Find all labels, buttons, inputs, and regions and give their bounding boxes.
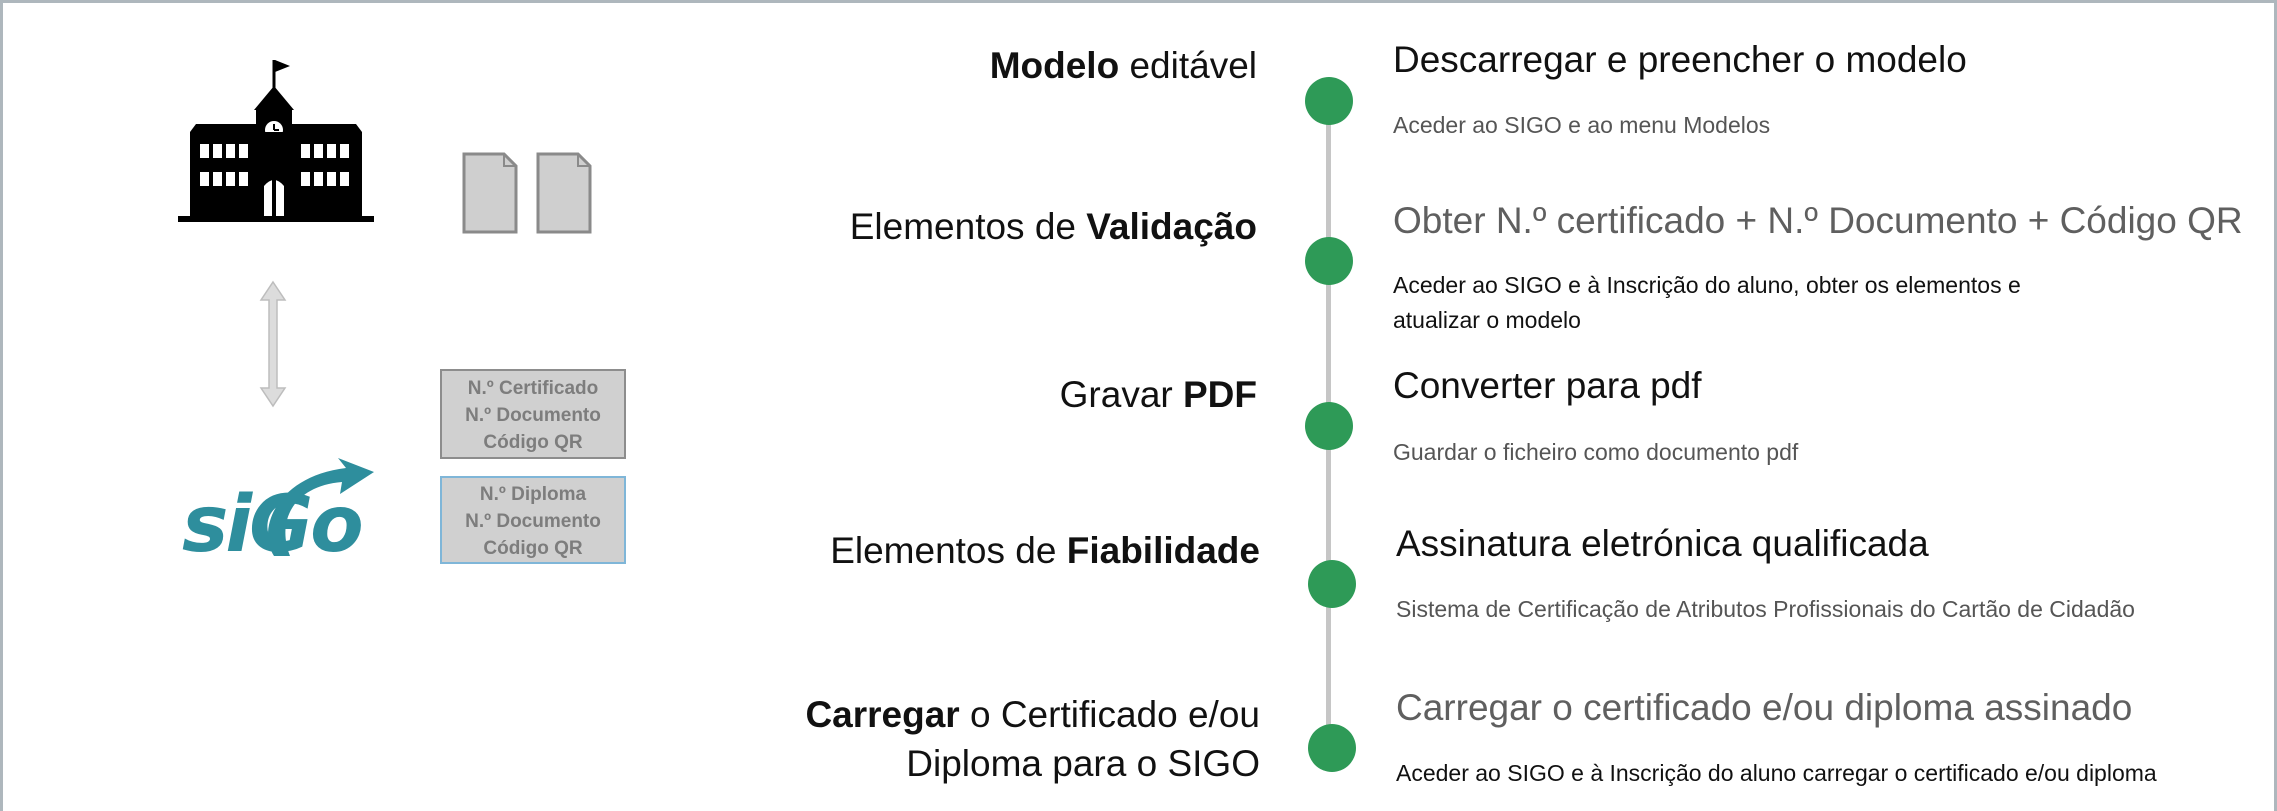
timeline-dot-3: [1305, 402, 1353, 450]
step-label-3: Gravar PDF: [1059, 374, 1257, 415]
certificate-number-label: N.º Certificado: [467, 378, 599, 399]
step-label-5: Carregar o Certificado e/ou Diploma para…: [805, 694, 1260, 784]
diploma-elements-box: N.º Diploma N.º Documento Código QR: [440, 476, 626, 564]
step-title-5: Carregar o certificado e/ou diploma assi…: [1396, 687, 2133, 728]
step-desc-3: Guardar o ficheiro como documento pdf: [1393, 439, 1799, 465]
step-title-3: Converter para pdf: [1393, 365, 1702, 406]
sigo-swoosh-icon: [267, 458, 374, 556]
step-title-1: Descarregar e preencher o modelo: [1393, 39, 1967, 80]
qr-code-label: Código QR: [483, 538, 583, 559]
school-building-icon: [178, 60, 374, 222]
step-label-2: Elementos de Validação: [849, 206, 1257, 247]
step-desc-5: Aceder ao SIGO e à Inscrição do aluno ca…: [1396, 760, 2157, 786]
qr-code-label: Código QR: [483, 432, 583, 453]
diploma-number-label: N.º Diploma: [479, 484, 587, 505]
step-desc-1: Aceder ao SIGO e ao menu Modelos: [1393, 112, 1771, 138]
timeline-dot-5: [1308, 724, 1356, 772]
step-title-4: Assinatura eletrónica qualificada: [1396, 523, 1929, 564]
step-label-1: Modelo editável: [989, 45, 1257, 86]
document-number-label: N.º Documento: [465, 511, 601, 532]
step-title-2: Obter N.º certificado + N.º Documento + …: [1393, 200, 2243, 241]
sigo-logo: siGo: [178, 458, 400, 578]
documents-icon: [462, 152, 592, 234]
step-desc-4: Sistema de Certificação de Atributos Pro…: [1396, 596, 2135, 622]
double-arrow-icon: [259, 280, 287, 408]
timeline-dot-2: [1305, 237, 1353, 285]
step-label-4: Elementos de Fiabilidade: [830, 530, 1260, 571]
timeline-dot-1: [1305, 77, 1353, 125]
document-number-label: N.º Documento: [465, 405, 601, 426]
sigo-logo-text: siGo: [182, 480, 364, 570]
step-desc-2: Aceder ao SIGO e à Inscrição do aluno, o…: [1393, 272, 2021, 333]
timeline-dot-4: [1308, 560, 1356, 608]
certificate-elements-box: N.º Certificado N.º Documento Código QR: [440, 369, 626, 459]
